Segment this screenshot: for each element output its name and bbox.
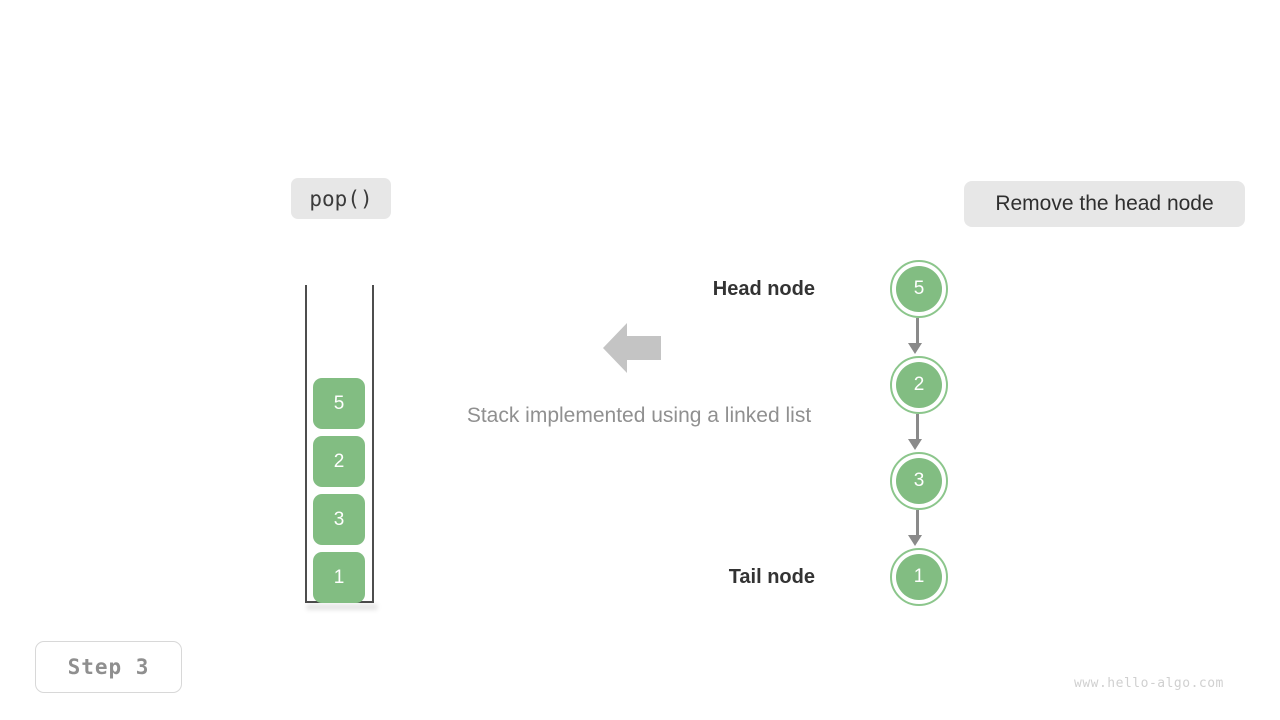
site-watermark: www.hello-algo.com bbox=[1074, 676, 1224, 691]
stack-item-list: 1 3 2 5 bbox=[313, 371, 365, 603]
link-arrowhead-icon bbox=[907, 343, 922, 354]
linked-list-node: 5 bbox=[890, 260, 948, 318]
linked-list-container: 5 2 3 1 bbox=[880, 250, 960, 620]
linked-list-node-value: 1 bbox=[896, 554, 942, 600]
diagram-caption-text: Stack implemented using a linked list bbox=[466, 404, 812, 427]
linked-list-node: 1 bbox=[890, 548, 948, 606]
tail-node-label: Tail node bbox=[728, 566, 815, 588]
stack-wall-right bbox=[372, 285, 374, 603]
diagram-caption: Stack implemented using a linked list bbox=[0, 404, 1280, 428]
stack-container: 1 3 2 5 bbox=[300, 280, 384, 610]
head-node-label: Head node bbox=[712, 278, 815, 300]
action-description-badge: Remove the head node bbox=[964, 181, 1245, 227]
linked-list-node-value: 2 bbox=[896, 362, 942, 408]
stack-wall-left bbox=[305, 285, 307, 603]
stack-cell: 3 bbox=[313, 494, 365, 545]
linked-list-node-value: 5 bbox=[896, 266, 942, 312]
stack-cell: 5 bbox=[313, 378, 365, 429]
stack-shadow bbox=[306, 604, 378, 610]
linked-list-link bbox=[916, 510, 919, 538]
link-arrowhead-icon bbox=[907, 439, 922, 450]
link-arrowhead-icon bbox=[907, 535, 922, 546]
linked-list-node-value: 3 bbox=[896, 458, 942, 504]
linked-list-node: 3 bbox=[890, 452, 948, 510]
linked-list-link bbox=[916, 318, 919, 346]
stack-cell: 2 bbox=[313, 436, 365, 487]
linked-list-node: 2 bbox=[890, 356, 948, 414]
step-indicator-badge: Step 3 bbox=[35, 641, 182, 693]
left-arrow-icon bbox=[603, 322, 661, 374]
operation-badge: pop() bbox=[291, 178, 391, 219]
linked-list-link bbox=[916, 414, 919, 442]
stack-cell: 1 bbox=[313, 552, 365, 603]
